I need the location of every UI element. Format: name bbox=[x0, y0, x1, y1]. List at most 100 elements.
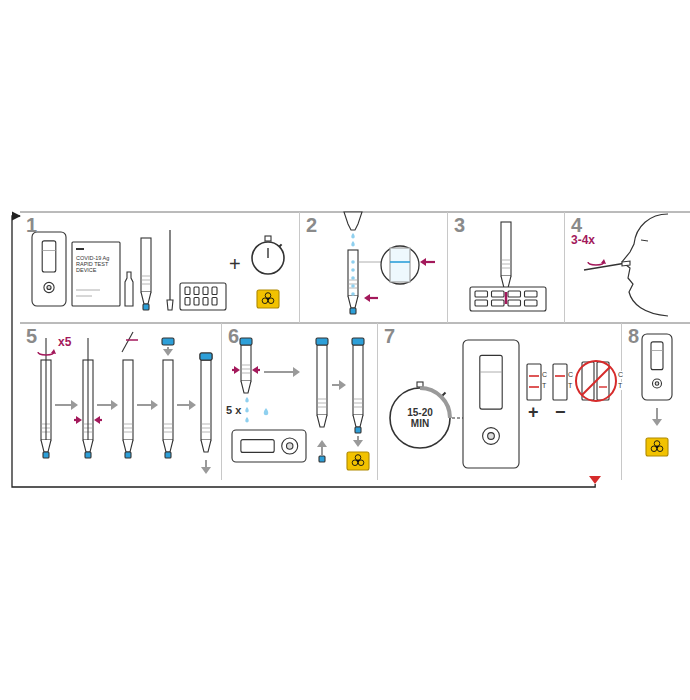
shape bbox=[123, 360, 133, 440]
squeeze-arrow bbox=[420, 258, 435, 266]
shape bbox=[525, 291, 538, 297]
result-sign: − bbox=[555, 403, 566, 423]
shape bbox=[151, 400, 158, 410]
squeeze-arrow bbox=[94, 416, 102, 424]
shape bbox=[200, 353, 212, 360]
extraction-tube bbox=[316, 338, 328, 427]
shape bbox=[43, 452, 49, 458]
stroke bbox=[358, 262, 383, 263]
shape bbox=[257, 290, 279, 308]
shape bbox=[194, 298, 199, 306]
shape bbox=[163, 440, 173, 452]
stroke bbox=[201, 428, 211, 429]
shape bbox=[265, 293, 271, 299]
shape bbox=[475, 300, 488, 306]
step-number: 8 bbox=[628, 325, 639, 348]
shape bbox=[194, 287, 199, 295]
shape bbox=[163, 360, 173, 440]
stroke bbox=[123, 432, 133, 433]
shape bbox=[348, 296, 358, 308]
step-panel: 7 bbox=[378, 323, 622, 480]
line-letter: C bbox=[542, 371, 547, 379]
biohazard-bin bbox=[646, 438, 668, 456]
stroke bbox=[201, 432, 211, 433]
step-panel: 8 bbox=[622, 323, 690, 480]
shape bbox=[353, 345, 363, 415]
shape bbox=[501, 222, 511, 276]
shape bbox=[381, 246, 419, 284]
shape bbox=[355, 455, 361, 461]
step-number: 3 bbox=[454, 214, 465, 237]
step-arrow bbox=[97, 400, 118, 410]
shape bbox=[653, 379, 662, 388]
shape bbox=[111, 400, 118, 410]
shape bbox=[351, 284, 355, 288]
stroke bbox=[141, 284, 151, 285]
extraction-tube bbox=[352, 338, 364, 433]
stroke bbox=[163, 424, 173, 425]
biohazard-bin bbox=[257, 290, 279, 308]
step-panel: 5 bbox=[20, 323, 222, 480]
stroke bbox=[353, 403, 363, 404]
stroke bbox=[353, 399, 363, 400]
shape bbox=[652, 419, 662, 426]
shape bbox=[470, 287, 546, 311]
extraction-tube bbox=[501, 222, 511, 294]
shape bbox=[601, 259, 606, 264]
step-arrow bbox=[137, 400, 158, 410]
stroke bbox=[317, 403, 327, 404]
step-panel: 1 bbox=[20, 212, 300, 323]
shape bbox=[126, 339, 138, 341]
shape bbox=[265, 236, 271, 241]
shape bbox=[480, 355, 502, 409]
shape bbox=[264, 408, 269, 415]
shape bbox=[553, 364, 567, 400]
shape bbox=[351, 241, 354, 246]
extraction-tube bbox=[348, 250, 358, 314]
shape bbox=[203, 287, 208, 295]
step-arrow bbox=[201, 460, 211, 474]
shape bbox=[200, 353, 212, 360]
shape bbox=[44, 282, 54, 292]
stroke bbox=[317, 399, 327, 400]
shape bbox=[353, 415, 363, 427]
test-device bbox=[32, 232, 66, 306]
shape bbox=[201, 467, 211, 474]
shape bbox=[317, 415, 327, 427]
shape bbox=[319, 456, 325, 462]
shape bbox=[125, 272, 133, 306]
shape bbox=[189, 400, 196, 410]
result-sign: + bbox=[528, 403, 539, 423]
shape bbox=[125, 452, 131, 458]
shape bbox=[622, 261, 630, 266]
shape bbox=[642, 334, 672, 400]
step-number: 2 bbox=[306, 214, 317, 237]
stroke bbox=[55, 404, 73, 406]
extraction-tube bbox=[141, 238, 151, 310]
stopwatch bbox=[390, 382, 450, 448]
stopwatch bbox=[252, 236, 284, 274]
shape bbox=[317, 440, 327, 447]
shape bbox=[212, 287, 217, 295]
shape bbox=[72, 242, 120, 306]
shape bbox=[141, 238, 151, 292]
extraction-tube bbox=[200, 353, 212, 452]
stroke bbox=[651, 350, 663, 351]
stroke bbox=[76, 248, 84, 250]
stroke bbox=[505, 292, 508, 304]
squeeze-arrow bbox=[252, 366, 260, 374]
stroke bbox=[201, 424, 211, 425]
extraction-tube bbox=[123, 360, 133, 458]
squeeze-arrow bbox=[364, 294, 378, 302]
shape bbox=[646, 438, 668, 456]
shape bbox=[185, 287, 190, 295]
line-letter: T bbox=[568, 382, 572, 390]
stroke bbox=[501, 260, 511, 261]
shape bbox=[76, 416, 82, 424]
stroke bbox=[123, 428, 133, 429]
stroke bbox=[122, 332, 133, 352]
drop-count: 5 x bbox=[226, 404, 241, 416]
shape bbox=[347, 452, 369, 470]
line-letter: T bbox=[542, 382, 546, 390]
